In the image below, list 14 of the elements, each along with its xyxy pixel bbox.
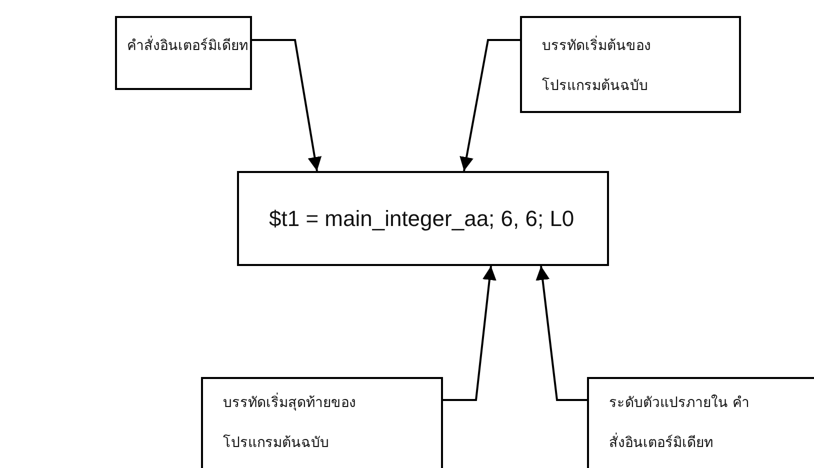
callout-box (587, 377, 814, 468)
leader-arrow (460, 39, 520, 172)
callout-box (520, 16, 741, 113)
callout-text: บรรทัดเริ่มสุดท้ายของ โปรแกรมต้นฉบับ (223, 383, 413, 463)
callout-text: บรรทัดเริ่มต้นของ โปรแกรมต้นฉบับ (542, 26, 692, 106)
leader-arrow (536, 266, 587, 401)
code-box (237, 171, 609, 266)
callout-text: ระดับตัวแปรภายใน คำสั่งอินเตอร์มิเดียท (609, 394, 750, 453)
callout-box (201, 377, 443, 468)
callout-text: คำสั่งอินเตอร์มิเดียท (127, 26, 246, 66)
leader-arrow (443, 266, 496, 401)
code-line: $t1 = main_integer_aa; 6, 6; L0 (269, 205, 576, 233)
callout-box (115, 16, 252, 90)
leader-arrow (252, 39, 322, 172)
